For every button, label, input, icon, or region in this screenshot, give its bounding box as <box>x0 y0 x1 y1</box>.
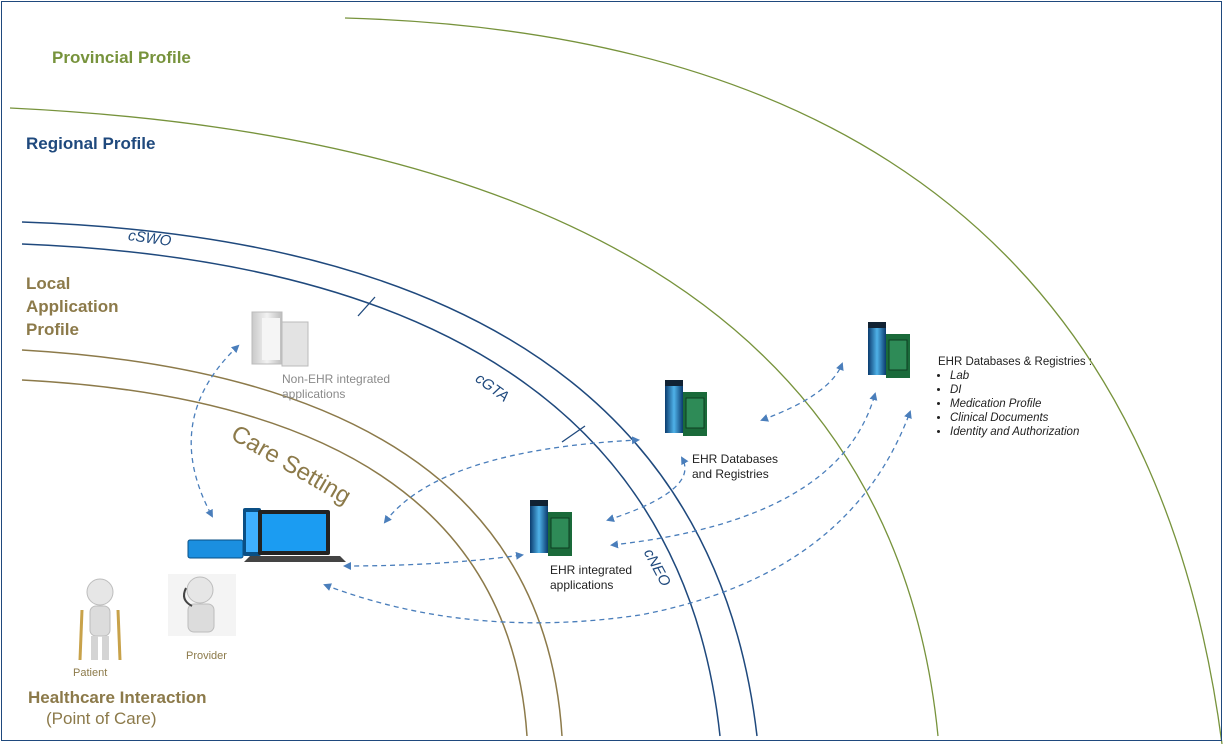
provincial-profile-label: Provincial Profile <box>52 48 191 67</box>
registry-item: Medication Profile <box>950 397 1098 411</box>
regional-profile-label: Regional Profile <box>26 134 156 153</box>
arrow-device-ehrapps <box>343 551 524 570</box>
local-inner-arc <box>21 243 721 737</box>
local-outer-arc <box>21 221 758 737</box>
regional-arc <box>9 107 939 737</box>
non-ehr-apps-label: Non-EHR integrated applications <box>282 372 391 401</box>
registry-item: Identity and Authorization <box>950 425 1098 439</box>
provider-label: Provider <box>186 650 227 662</box>
provincial-registries-title: EHR Databases & Registries : <box>938 356 1093 368</box>
devices-icon <box>187 508 346 562</box>
ehr-apps-server-icon <box>530 500 572 556</box>
arrows <box>190 344 912 624</box>
arrow-ehrapps-provincial <box>610 392 878 549</box>
region-divider <box>357 296 376 317</box>
region-divider <box>561 425 586 443</box>
registry-item: DI <box>950 383 1098 397</box>
non-ehr-server-icon <box>251 311 309 367</box>
arrow-ehrdb-provincial <box>760 362 844 422</box>
local-application-profile-label: Local Application Profile <box>26 274 119 339</box>
provincial-server-icon <box>868 322 910 378</box>
patient-label: Patient <box>73 667 108 679</box>
arrow-device-provincial <box>323 410 912 624</box>
ehr-integrated-apps-label: EHR integrated applications <box>550 563 633 592</box>
arrow-nonehr-device <box>190 344 240 518</box>
provincial-arc <box>344 17 1223 744</box>
provincial-registries-list: Lab DI Medication Profile Clinical Docum… <box>938 369 1098 439</box>
registry-item: Lab <box>950 369 1098 383</box>
registry-item: Clinical Documents <box>950 411 1098 425</box>
provider-icon <box>168 574 236 636</box>
ehr-db-server-icon <box>665 380 707 436</box>
point-of-care-label: (Point of Care) <box>46 709 157 728</box>
healthcare-interaction-label: Healthcare Interaction <box>28 688 207 707</box>
patient-icon <box>78 578 122 661</box>
ehr-db-registries-label: EHR Databases and Registries <box>692 452 779 481</box>
provincial-registries-block: EHR Databases & Registries : Lab DI Medi… <box>938 355 1098 439</box>
arrow-device-ehrdb <box>383 436 640 524</box>
